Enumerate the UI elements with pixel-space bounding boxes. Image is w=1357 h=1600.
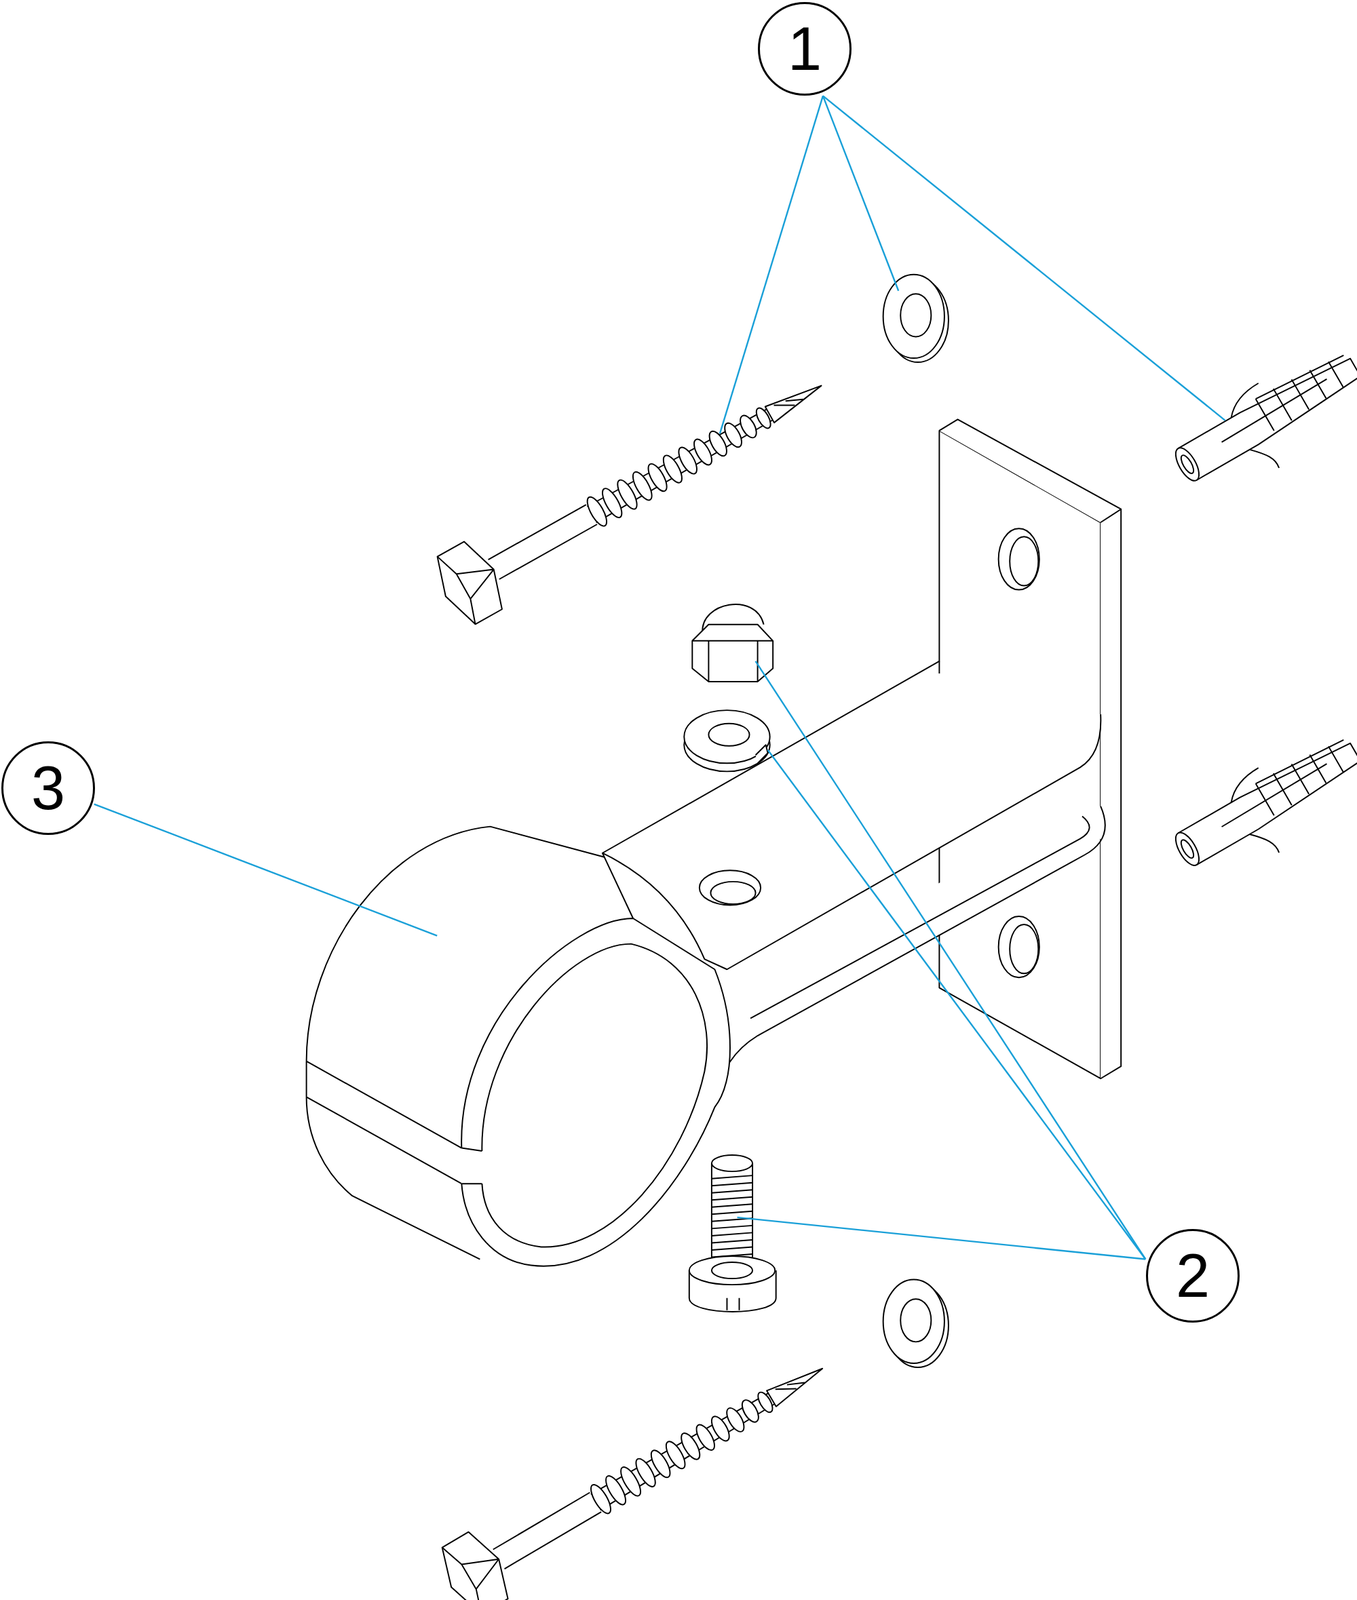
callout-circle: 3 <box>1 741 95 836</box>
callout-number: 3 <box>31 757 66 819</box>
flat-washer <box>883 274 949 363</box>
callout-circle: 1 <box>757 2 852 96</box>
flat-washer <box>883 1280 949 1368</box>
spring-washer <box>683 710 770 772</box>
callout-number: 1 <box>787 18 822 80</box>
callout-number: 2 <box>1175 1245 1210 1307</box>
leader-lines <box>94 95 1226 1260</box>
machine-screw <box>689 1155 777 1313</box>
bracket-arm <box>602 661 1101 970</box>
callout-circle: 2 <box>1145 1229 1240 1324</box>
